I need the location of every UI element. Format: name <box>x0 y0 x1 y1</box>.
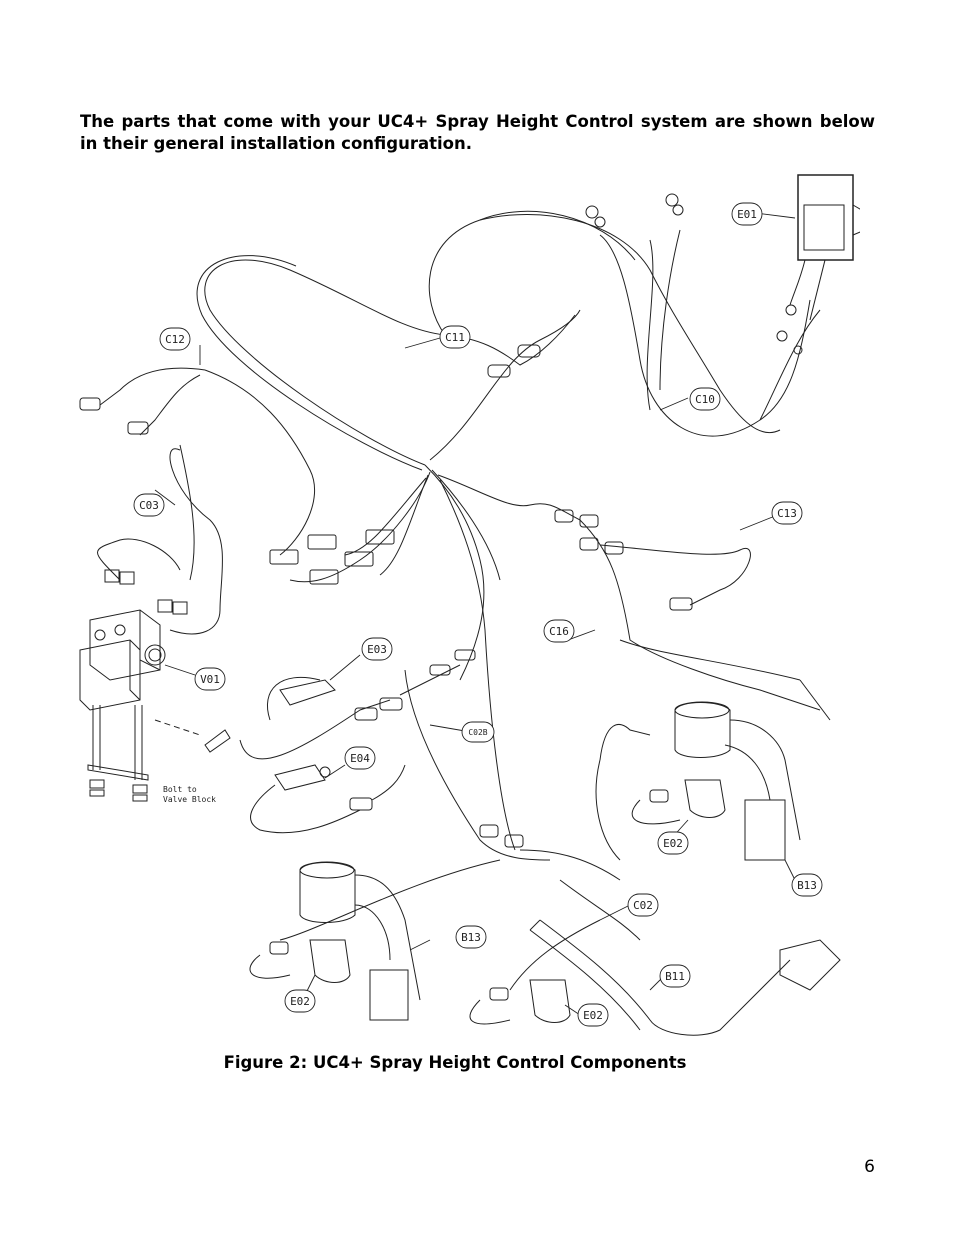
harness-c03 <box>169 448 223 635</box>
sensor-assembly-left <box>249 859 501 1021</box>
label-c02: C02 <box>633 899 653 912</box>
valve-block-v01 <box>79 609 166 711</box>
components-diagram: E01 C11 C10 C12 C03 C13 C16 E03 V01 C02B… <box>60 160 860 1040</box>
sensor-e03 <box>279 679 336 706</box>
figure-caption: Figure 2: UC4+ Spray Height Control Comp… <box>0 1053 954 1072</box>
note-valve-block: Valve Block <box>163 795 216 804</box>
label-e01: E01 <box>737 208 757 221</box>
sensor-assembly-middle <box>469 919 601 1025</box>
label-c13: C13 <box>777 507 797 520</box>
boom-arm-b11 <box>539 919 791 1036</box>
sensor-e04 <box>274 764 326 791</box>
label-e02-right: E02 <box>663 837 683 850</box>
control-box-e01 <box>797 174 854 261</box>
harness-c02b <box>404 669 551 861</box>
label-e04: E04 <box>350 752 370 765</box>
label-v01: V01 <box>200 673 220 686</box>
harness-c13 <box>599 544 751 606</box>
label-c03: C03 <box>139 499 159 512</box>
label-b13-left: B13 <box>461 931 481 944</box>
page-number: 6 <box>864 1157 875 1177</box>
label-c11: C11 <box>445 331 465 344</box>
label-b13-right: B13 <box>797 879 817 892</box>
label-b11: B11 <box>665 970 685 983</box>
harness-c11 <box>204 259 576 466</box>
label-e02-middle: E02 <box>583 1009 603 1022</box>
label-e03: E03 <box>367 643 387 656</box>
harness-c02 <box>559 879 641 941</box>
note-bolt-to: Bolt to <box>163 785 197 794</box>
diagram-svg: E01 C11 C10 C12 C03 C13 C16 E03 V01 C02B… <box>79 174 860 1036</box>
harness-c16 <box>579 519 821 711</box>
label-c12: C12 <box>165 333 185 346</box>
label-c02b: C02B <box>468 728 487 737</box>
sensor-assembly-right <box>595 701 801 861</box>
harness-c10 <box>599 234 811 437</box>
label-c10: C10 <box>695 393 715 406</box>
label-e02-left: E02 <box>290 995 310 1008</box>
figure-caption-text: Figure 2: UC4+ Spray Height Control Comp… <box>223 1053 687 1072</box>
harness-c12 <box>204 369 315 556</box>
label-c16: C16 <box>549 625 569 638</box>
intro-paragraph: The parts that come with your UC4+ Spray… <box>80 112 875 153</box>
